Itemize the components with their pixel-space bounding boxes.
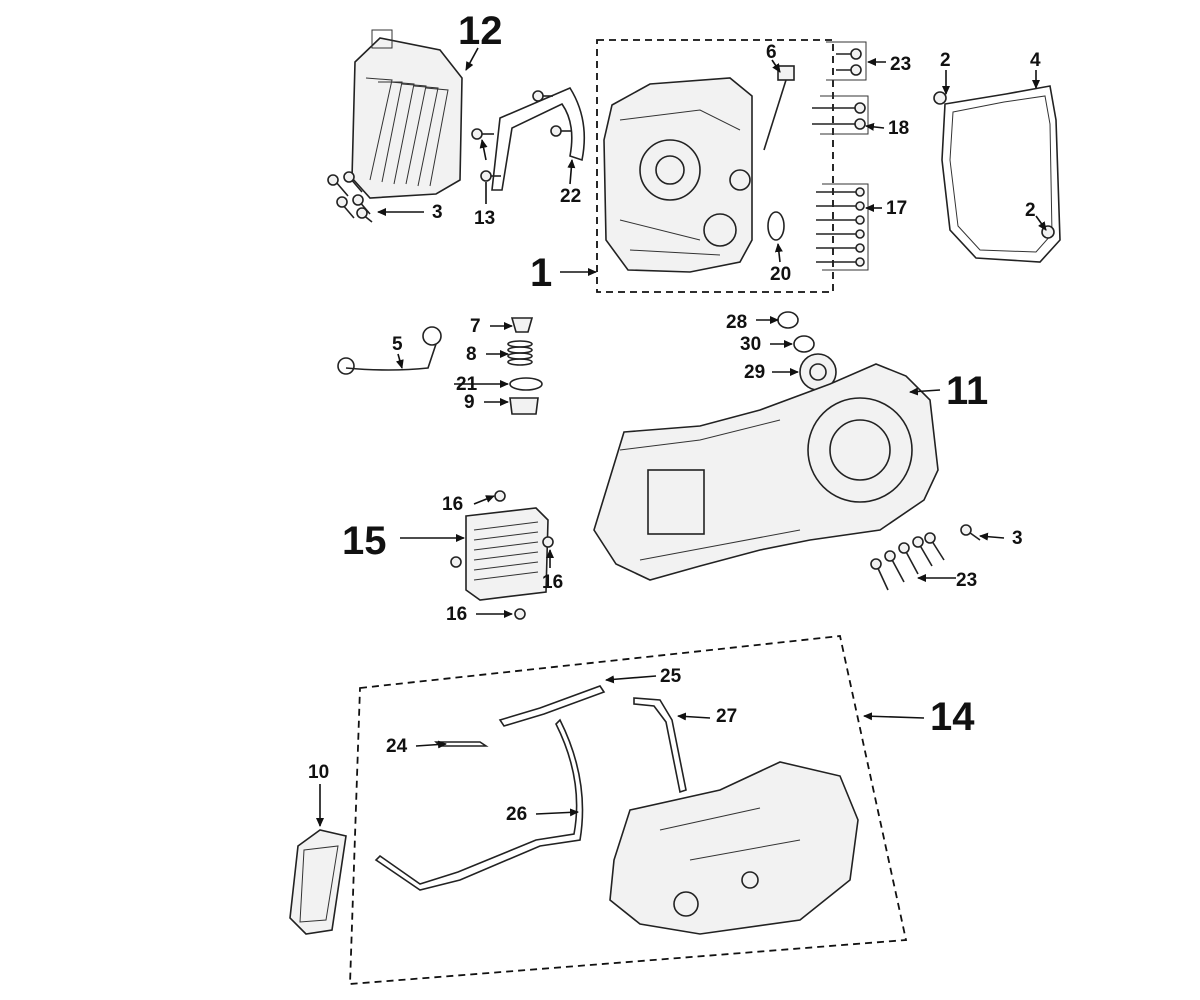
part-16-bolts bbox=[450, 490, 554, 620]
label-20: 20 bbox=[770, 264, 791, 285]
label-6: 6 bbox=[766, 42, 777, 63]
label-5: 5 bbox=[392, 334, 403, 355]
part-5-cable bbox=[337, 326, 442, 375]
label-21: 21 bbox=[456, 374, 478, 395]
part-12-cover bbox=[351, 29, 463, 199]
label-2-bottom: 2 bbox=[1025, 200, 1036, 221]
part-29-bearing bbox=[799, 353, 837, 391]
part-18-bolts bbox=[812, 95, 869, 135]
part-9-plug bbox=[509, 397, 539, 415]
part-22-gasket bbox=[491, 86, 586, 191]
part-3-bolts-left bbox=[327, 171, 373, 223]
part-14-cover bbox=[609, 761, 859, 935]
part-26-bracket bbox=[374, 718, 584, 891]
label-4: 4 bbox=[1030, 50, 1041, 71]
part-17-bolts bbox=[816, 183, 869, 271]
label-24: 24 bbox=[386, 736, 408, 757]
part-11-cover bbox=[593, 363, 939, 581]
part-21-oring bbox=[509, 377, 543, 391]
label-17: 17 bbox=[886, 198, 907, 219]
label-29: 29 bbox=[744, 362, 765, 383]
part-6-dipstick bbox=[763, 65, 795, 151]
part-1-crankcase-cover bbox=[603, 77, 753, 273]
label-16-top: 16 bbox=[442, 494, 463, 515]
part-23-bolts-bottom bbox=[870, 532, 945, 591]
part-4-gasket bbox=[933, 85, 1061, 263]
label-1: 1 bbox=[530, 251, 552, 295]
label-23-top: 23 bbox=[890, 54, 911, 75]
part-30-washer bbox=[793, 335, 815, 353]
label-7: 7 bbox=[470, 316, 481, 337]
label-25: 25 bbox=[660, 666, 682, 687]
label-22: 22 bbox=[560, 186, 581, 207]
label-28: 28 bbox=[726, 312, 747, 333]
part-3-bolt-right bbox=[960, 524, 981, 541]
group-box-1 bbox=[596, 39, 834, 293]
label-16-right: 16 bbox=[542, 572, 563, 593]
part-20-oring bbox=[767, 211, 785, 241]
part-27-bracket bbox=[633, 697, 687, 794]
label-23-bottom: 23 bbox=[956, 570, 977, 591]
label-10: 10 bbox=[308, 762, 329, 783]
label-12: 12 bbox=[458, 9, 503, 53]
label-13: 13 bbox=[474, 208, 495, 229]
part-10-filter bbox=[289, 829, 347, 935]
part-13-bolts bbox=[471, 90, 571, 182]
label-8: 8 bbox=[466, 344, 477, 365]
label-15: 15 bbox=[342, 519, 387, 563]
label-30: 30 bbox=[740, 334, 761, 355]
label-26: 26 bbox=[506, 804, 527, 825]
label-2-top: 2 bbox=[940, 50, 951, 71]
label-3-left: 3 bbox=[432, 202, 443, 223]
part-28-seal bbox=[777, 311, 799, 329]
label-11: 11 bbox=[946, 369, 988, 413]
part-23-bolts-top bbox=[826, 41, 867, 81]
label-14: 14 bbox=[930, 695, 975, 739]
leader-arrows bbox=[316, 47, 1047, 827]
part-8-spring bbox=[507, 340, 533, 366]
group-box-14 bbox=[349, 635, 908, 985]
label-16-bottom: 16 bbox=[446, 604, 467, 625]
part-7-cap bbox=[510, 317, 534, 333]
label-27: 27 bbox=[716, 706, 737, 727]
part-25-bracket bbox=[498, 685, 606, 727]
part-15-regulator bbox=[465, 507, 549, 601]
label-18: 18 bbox=[888, 118, 909, 139]
label-3-right: 3 bbox=[1012, 528, 1023, 549]
label-9: 9 bbox=[464, 392, 475, 413]
